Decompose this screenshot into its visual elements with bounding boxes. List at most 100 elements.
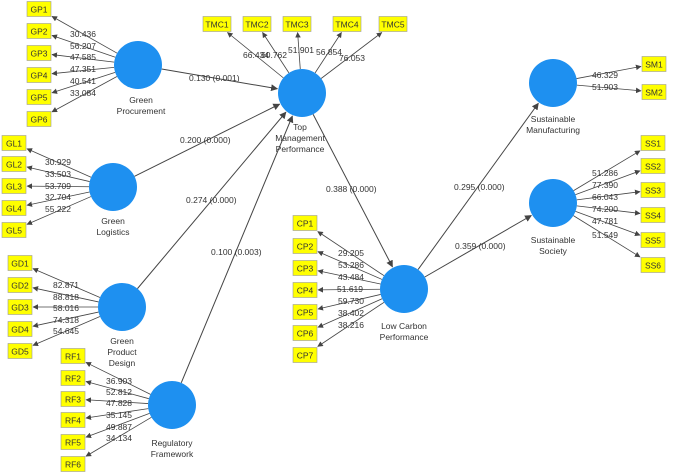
indicator-sm1[interactable]: SM1 bbox=[641, 56, 667, 72]
indicator-tmc3[interactable]: TMC3 bbox=[282, 16, 312, 32]
loading-value-gp3: 47.585 bbox=[70, 52, 96, 62]
indicator-box bbox=[26, 67, 52, 83]
indicator-tmc5[interactable]: TMC5 bbox=[378, 16, 408, 32]
loading-value-cp5: 59.730 bbox=[338, 296, 364, 306]
indicator-box bbox=[60, 348, 86, 364]
indicator-ss1[interactable]: SS1 bbox=[640, 135, 666, 151]
indicator-label: GP3 bbox=[30, 49, 47, 59]
indicator-cp1[interactable]: CP1 bbox=[292, 215, 318, 231]
loading-value-gp2: 56.207 bbox=[70, 41, 96, 51]
indicator-box bbox=[640, 257, 666, 273]
indicator-gp2[interactable]: GP2 bbox=[26, 23, 52, 39]
construct-node-gl[interactable] bbox=[89, 163, 137, 211]
indicator-sm2[interactable]: SM2 bbox=[641, 84, 667, 100]
loading-value-sm1: 46.329 bbox=[592, 70, 618, 80]
indicator-cp7[interactable]: CP7 bbox=[292, 347, 318, 363]
indicator-gd5[interactable]: GD5 bbox=[7, 343, 33, 359]
loading-arrow bbox=[320, 32, 383, 79]
indicator-label: GD2 bbox=[11, 281, 29, 291]
path-arrow-gl-tmp bbox=[134, 103, 281, 177]
loading-value-rf6: 34.134 bbox=[106, 433, 132, 443]
indicator-label: GP5 bbox=[30, 93, 47, 103]
construct-node-rf[interactable] bbox=[148, 381, 196, 429]
loading-arrow bbox=[262, 32, 290, 74]
indicator-box bbox=[640, 182, 666, 198]
indicator-box bbox=[26, 111, 52, 127]
indicator-box bbox=[1, 156, 27, 172]
loading-value-gl5: 55.222 bbox=[45, 204, 71, 214]
loading-arrow bbox=[26, 196, 92, 225]
indicator-ss3[interactable]: SS3 bbox=[640, 182, 666, 198]
construct-node-lcp[interactable] bbox=[380, 265, 428, 313]
indicator-gd2[interactable]: GD2 bbox=[7, 277, 33, 293]
construct-node-gp[interactable] bbox=[114, 41, 162, 89]
construct-node-sm[interactable] bbox=[529, 59, 577, 107]
indicator-ss5[interactable]: SS5 bbox=[640, 232, 666, 248]
loading-arrow bbox=[32, 316, 101, 346]
indicator-tmc4[interactable]: TMC4 bbox=[332, 16, 362, 32]
loading-value-sm2: 51.903 bbox=[592, 82, 618, 92]
construct-node-gpd[interactable] bbox=[98, 283, 146, 331]
indicator-label: SM2 bbox=[645, 88, 663, 98]
loading-arrow bbox=[575, 210, 641, 237]
indicator-ss2[interactable]: SS2 bbox=[640, 158, 666, 174]
indicator-rf4[interactable]: RF4 bbox=[60, 412, 86, 428]
indicator-cp6[interactable]: CP6 bbox=[292, 325, 318, 341]
indicator-rf3[interactable]: RF3 bbox=[60, 391, 86, 407]
indicator-rf2[interactable]: RF2 bbox=[60, 370, 86, 386]
indicator-gp6[interactable]: GP6 bbox=[26, 111, 52, 127]
indicator-label: SM1 bbox=[645, 60, 663, 70]
indicator-tmc1[interactable]: TMC1 bbox=[202, 16, 232, 32]
indicator-box bbox=[60, 391, 86, 407]
indicator-gp3[interactable]: GP3 bbox=[26, 45, 52, 61]
loading-value-gd2: 88.818 bbox=[53, 292, 79, 302]
loading-value-cp7: 38.216 bbox=[338, 320, 364, 330]
indicator-tmc2[interactable]: TMC2 bbox=[242, 16, 272, 32]
loading-arrow bbox=[317, 269, 381, 285]
loading-value-cp2: 53.286 bbox=[338, 260, 364, 270]
indicator-gl1[interactable]: GL1 bbox=[1, 135, 27, 151]
indicator-cp4[interactable]: CP4 bbox=[292, 282, 318, 298]
indicator-rf5[interactable]: RF5 bbox=[60, 434, 86, 450]
indicator-box bbox=[292, 215, 318, 231]
loading-arrow bbox=[26, 148, 92, 178]
indicator-gl5[interactable]: GL5 bbox=[1, 222, 27, 238]
loading-arrow bbox=[317, 287, 381, 293]
indicator-gl2[interactable]: GL2 bbox=[1, 156, 27, 172]
indicator-gl4[interactable]: GL4 bbox=[1, 200, 27, 216]
indicator-ss4[interactable]: SS4 bbox=[640, 207, 666, 223]
indicator-label: CP4 bbox=[297, 286, 314, 296]
loading-value-tmc1: 66.434 bbox=[243, 50, 269, 60]
indicator-gd1[interactable]: GD1 bbox=[7, 255, 33, 271]
path-arrow-lcp-sm bbox=[417, 102, 539, 270]
indicator-box bbox=[202, 16, 232, 32]
loading-arrow bbox=[576, 64, 642, 79]
indicator-box bbox=[641, 84, 667, 100]
indicator-gd3[interactable]: GD3 bbox=[7, 299, 33, 315]
loading-arrow bbox=[51, 72, 116, 94]
indicator-cp2[interactable]: CP2 bbox=[292, 238, 318, 254]
indicator-label: TMC4 bbox=[335, 20, 358, 30]
loading-value-gd4: 74.318 bbox=[53, 315, 79, 325]
indicator-gp5[interactable]: GP5 bbox=[26, 89, 52, 105]
indicator-gp1[interactable]: GP1 bbox=[26, 1, 52, 17]
indicator-rf1[interactable]: RF1 bbox=[60, 348, 86, 364]
construct-node-tmp[interactable] bbox=[278, 69, 326, 117]
loading-value-rf2: 52.812 bbox=[106, 387, 132, 397]
indicator-gd4[interactable]: GD4 bbox=[7, 321, 33, 337]
indicator-gp4[interactable]: GP4 bbox=[26, 67, 52, 83]
construct-node-ss[interactable] bbox=[529, 179, 577, 227]
indicator-gl3[interactable]: GL3 bbox=[1, 178, 27, 194]
indicator-rf6[interactable]: RF6 bbox=[60, 456, 86, 472]
indicator-cp5[interactable]: CP5 bbox=[292, 304, 318, 320]
indicator-box bbox=[332, 16, 362, 32]
path-coefficient-gp-tmp: 0.130 (0.001) bbox=[189, 73, 240, 83]
indicator-box bbox=[292, 260, 318, 276]
indicator-ss6[interactable]: SS6 bbox=[640, 257, 666, 273]
loading-value-gp6: 33.084 bbox=[70, 88, 96, 98]
indicator-cp3[interactable]: CP3 bbox=[292, 260, 318, 276]
